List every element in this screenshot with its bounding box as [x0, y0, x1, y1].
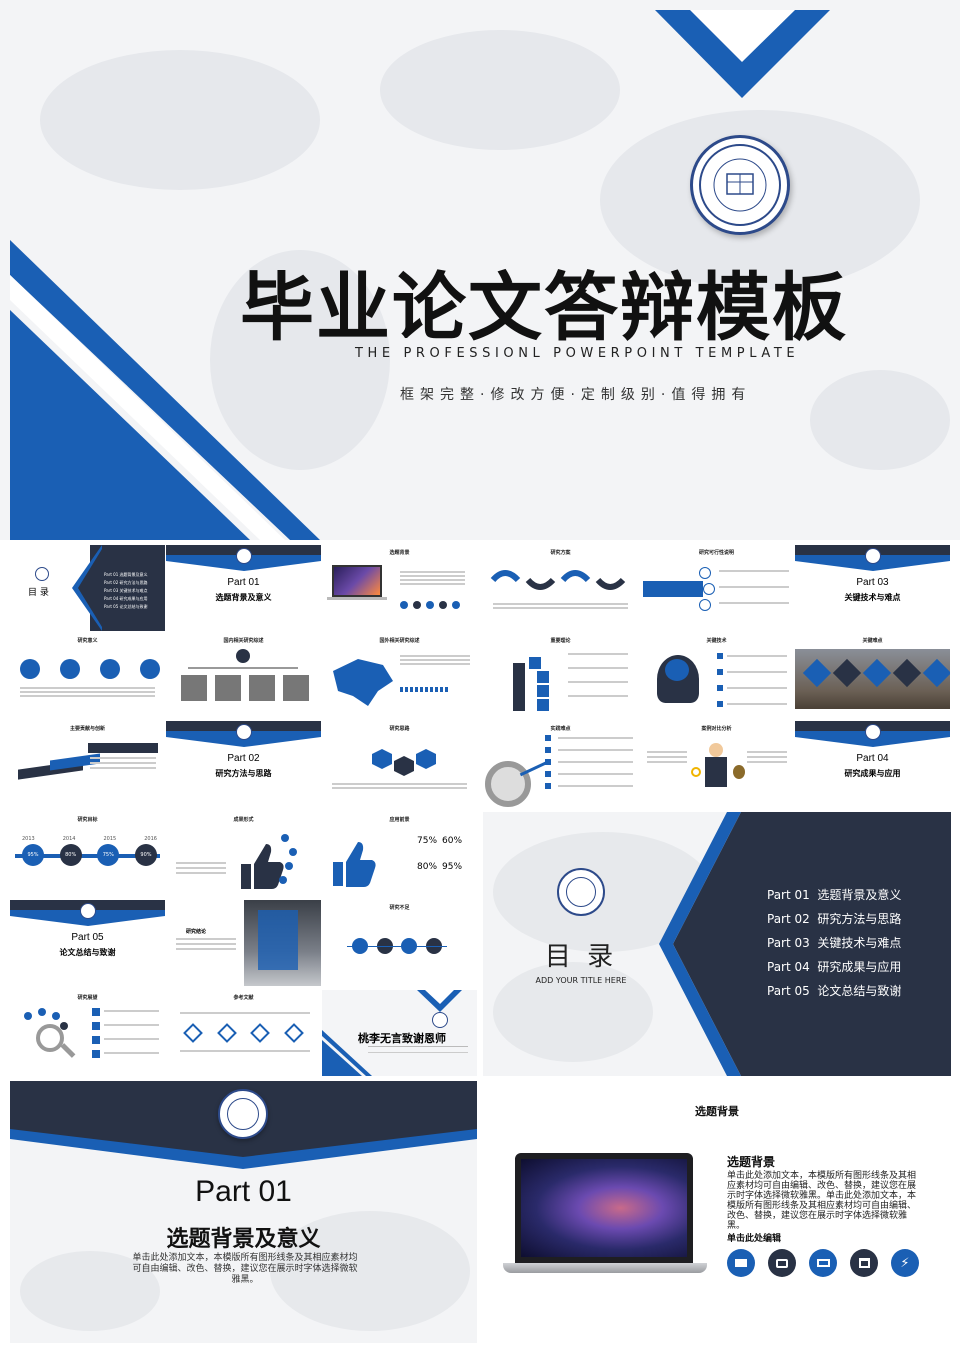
thumb-conclusion[interactable]: 研究结论 — [166, 900, 321, 986]
thumb-research-plan[interactable]: 研究方案 — [483, 545, 638, 631]
thumb-part05[interactable]: Part 05 论文总结与致谢 — [10, 900, 165, 986]
toc-subtitle: ADD YOUR TITLE HERE — [535, 976, 627, 985]
logo-seal-icon — [699, 144, 781, 226]
toc-title: 目 录 — [544, 942, 618, 972]
bg-header: 选题背景 — [695, 1105, 739, 1118]
thumb-shortcoming[interactable]: 研究不足 — [322, 900, 477, 986]
bolt-icon[interactable]: ⚡ — [891, 1249, 919, 1277]
thumb-significance[interactable]: 研究意义 — [10, 633, 165, 719]
thumbs-up-large-icon — [333, 842, 376, 887]
thumb-toc-title: 目 录 — [28, 588, 49, 598]
toc-logo — [557, 868, 605, 916]
background-slide: 选题背景 选题背景 单击此处添加文本，本模版所有图形线条及其相应素材均可自由编辑… — [483, 1081, 951, 1343]
hero-title: 毕业论文答辩模板 — [240, 265, 848, 351]
thumb-practice[interactable]: 实践难点 — [483, 721, 638, 807]
bg-edit: 单击此处编辑 — [727, 1234, 782, 1244]
thumb-theory[interactable]: 重要理论 — [483, 633, 638, 719]
calendar-icon[interactable] — [850, 1249, 878, 1277]
thumb-part01[interactable]: Part 01 选题背景及意义 — [166, 545, 321, 631]
thumb-outcome[interactable]: 成果形式 — [166, 812, 321, 898]
hero-slide: 毕业论文答辩模板 THE PROFESSIONL POWERPOINT TEMP… — [0, 0, 960, 540]
thumb-thanks[interactable]: 桃李无言致谢恩师 — [322, 990, 477, 1076]
part01-desc: 单击此处添加文本，本模版所有图形线条及其相应素材均可自由编辑、改色、替换，建议您… — [132, 1253, 358, 1285]
thumb-outlook[interactable]: 研究展望 — [10, 990, 165, 1076]
thumb-prospect[interactable]: 应用前景 75% 60% 80% 95% — [322, 812, 477, 898]
hero-subtitle: THE PROFESSIONL POWERPOINT TEMPLATE — [355, 346, 800, 361]
thumb-key-tech[interactable]: 关键技术 — [639, 633, 794, 719]
thumb-references[interactable]: 参考文献 — [166, 990, 321, 1076]
hero-decoration — [10, 10, 950, 540]
toc-item[interactable]: Part 05 论文总结与致谢 — [767, 984, 902, 998]
laptop-image — [515, 1153, 693, 1263]
bg-title: 选题背景 — [727, 1155, 776, 1169]
camera-icon[interactable] — [768, 1249, 796, 1277]
thumbs-up-icon — [241, 844, 284, 889]
toc-item[interactable]: Part 01 选题背景及意义 — [767, 888, 902, 902]
thumb-part04[interactable]: Part 04 研究成果与应用 — [795, 721, 950, 807]
toc-slide: 目 录 ADD YOUR TITLE HERE Part 01 选题背景及意义 … — [483, 812, 951, 1076]
part01-logo — [218, 1089, 268, 1139]
laptop-base — [503, 1263, 707, 1273]
thumb-foreign-review[interactable]: 国外相关研究综述 — [322, 633, 477, 719]
thumb-domestic-review[interactable]: 国内相关研究综述 — [166, 633, 321, 719]
toc-list: Part 01 选题背景及意义 Part 02 研究方法与思路 Part 03 … — [767, 886, 947, 1006]
part01-slide: Part 01 选题背景及意义 单击此处添加文本，本模版所有图形线条及其相应素材… — [10, 1081, 477, 1343]
toc-item[interactable]: Part 04 研究成果与应用 — [767, 960, 902, 974]
thumb-part03[interactable]: Part 03 关键技术与难点 — [795, 545, 950, 631]
thumb-contribution[interactable]: 主要贡献与创新 — [10, 721, 165, 807]
university-logo — [690, 135, 790, 235]
toc-item[interactable]: Part 02 研究方法与思路 — [767, 912, 902, 926]
thumb-case[interactable]: 案例对比分析 — [639, 721, 794, 807]
part01-title: 选题背景及意义 — [166, 1227, 321, 1252]
thumb-research-idea[interactable]: 研究思路 — [322, 721, 477, 807]
thumb-part02[interactable]: Part 02 研究方法与思路 — [166, 721, 321, 807]
mail-icon[interactable] — [727, 1249, 755, 1277]
thumb-feasibility[interactable]: 研究可行性说明 — [639, 545, 794, 631]
thumb-key-difficulty[interactable]: 关键难点 — [795, 633, 950, 719]
bg-body: 单击此处添加文本，本模版所有图形线条及其相应素材均可自由编辑、改色、替换，建议您… — [727, 1171, 917, 1231]
thumb-background[interactable]: 选题背景 — [322, 545, 477, 631]
card-icon[interactable] — [809, 1249, 837, 1277]
hero-tagline: 框架完整·修改方便·定制级别·值得拥有 — [400, 387, 752, 403]
part01-label: Part 01 — [195, 1175, 292, 1208]
bg-icon-row: ⚡ — [727, 1249, 919, 1277]
toc-item[interactable]: Part 03 关键技术与难点 — [767, 936, 902, 950]
